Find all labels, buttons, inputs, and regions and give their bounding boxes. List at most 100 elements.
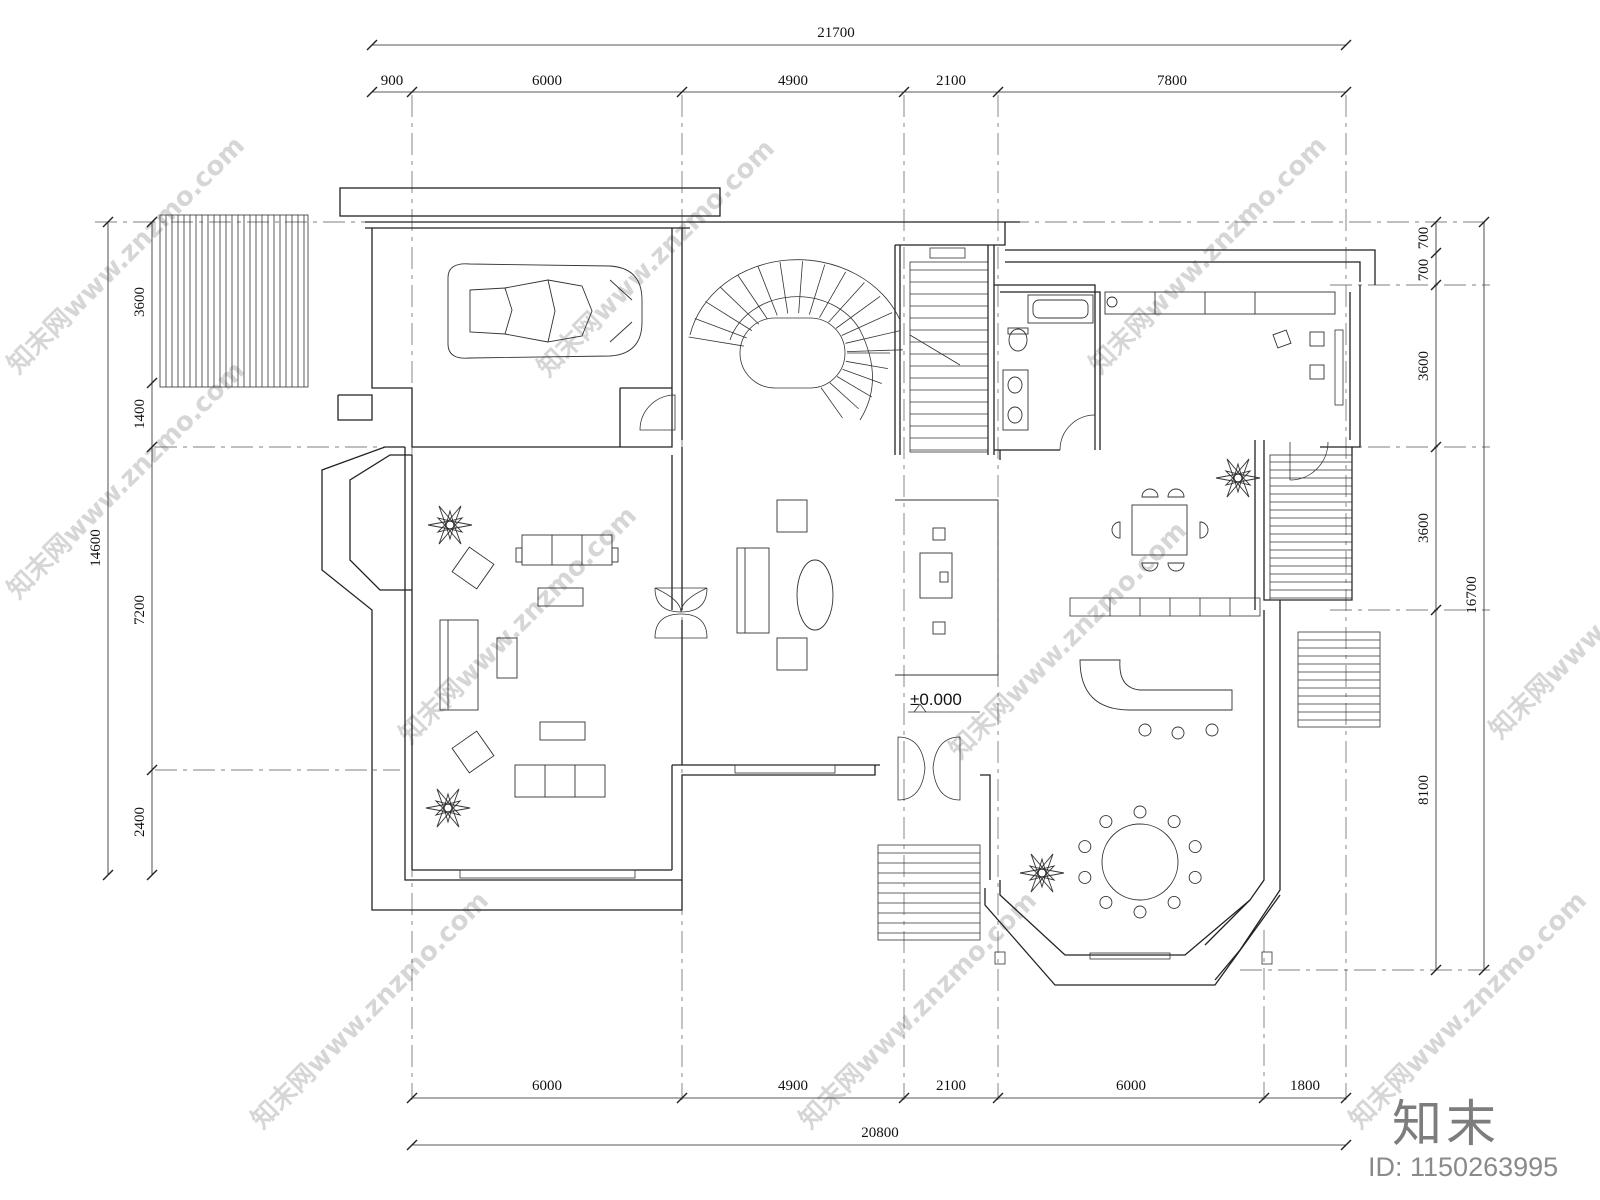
stair-tread (798, 261, 803, 314)
dim-right-seg: 700 (1416, 227, 1432, 250)
dining-chair (1167, 815, 1181, 828)
dimensions: 21700 900 6000 4900 2100 7800 6000 4900 … (88, 25, 1490, 1151)
dim-right-seg: 8100 (1416, 775, 1432, 805)
watermark-text: 知末网www.znzmo.com (532, 134, 781, 383)
dining-chair (1188, 871, 1202, 884)
plant-leaf (445, 800, 462, 812)
watermark-text: 知末网www.znzmo.com (2, 356, 251, 605)
stair-tread (845, 330, 900, 344)
plant-icon (1215, 458, 1261, 498)
plant-icon (425, 788, 471, 828)
watermark-text: 知末网www.znzmo.com (394, 501, 643, 750)
watermark-text: 知末网www.znzmo.com (2, 131, 251, 380)
coffee-table (537, 587, 584, 607)
stair-tread (820, 387, 843, 419)
armchair (776, 499, 808, 533)
dim-right-seg: 3600 (1416, 351, 1432, 381)
sofa-icon (736, 547, 770, 634)
stair-tread (846, 349, 903, 353)
stair-tread (842, 368, 882, 384)
bathtub (1027, 294, 1094, 324)
dim-bottom-seg: 6000 (532, 1078, 562, 1094)
image-id: ID: 1150263995 (1368, 1152, 1559, 1182)
stair-tread (705, 301, 753, 331)
chair (1272, 329, 1292, 349)
elevation-mark: ±0.000 (910, 690, 962, 709)
toilet (1008, 328, 1028, 352)
plant-icon (427, 505, 473, 545)
dining-chair (1099, 896, 1113, 909)
watermark-text: 知末网www.znzmo.com (944, 516, 1193, 765)
coffee-table (539, 721, 586, 741)
plant-leaf (447, 517, 464, 529)
sofa-icon (439, 619, 479, 711)
stair-tread (694, 318, 747, 339)
dining-chair (1099, 815, 1113, 828)
chair (1309, 364, 1325, 380)
sofa-icon (515, 534, 619, 566)
watermark-text: 知末网www.znzmo.com (1084, 131, 1333, 380)
stairs (159, 214, 1381, 941)
dining-chair (1078, 871, 1092, 884)
stair-tread (828, 282, 865, 323)
dining-chair (1167, 896, 1181, 909)
walls (321, 187, 1376, 986)
stair-tread (757, 266, 778, 316)
stair-tread (835, 296, 881, 329)
brand-logo: 知末 (1392, 1095, 1500, 1153)
chair (932, 621, 946, 635)
dim-left-seg: 2400 (132, 807, 148, 837)
dim-top-seg: 7800 (1157, 73, 1187, 89)
stair-tread (841, 312, 893, 336)
stair-tread (836, 376, 873, 398)
side-table (496, 637, 518, 679)
dim-right-seg: 3600 (1416, 513, 1432, 543)
plant-center (443, 803, 453, 813)
dining-chair (1133, 905, 1147, 919)
stair-tread (819, 271, 847, 318)
oval-table (796, 559, 834, 631)
vanity (1002, 369, 1029, 431)
car-icon (447, 263, 643, 359)
armchair (451, 730, 495, 774)
bar-stool (1138, 723, 1152, 737)
sofa-icon (514, 764, 606, 798)
dining-chair (1188, 840, 1202, 853)
round-table (1101, 823, 1179, 901)
plant-center (1233, 473, 1243, 483)
stair-tread (719, 286, 760, 325)
dining-chair (1133, 805, 1147, 819)
dim-left-seg: 7200 (132, 595, 148, 625)
stair-tread (829, 382, 859, 410)
plant-center (445, 520, 455, 530)
doors (639, 394, 1329, 801)
armchair (451, 546, 495, 590)
armchair (776, 637, 808, 671)
dim-top-total: 21700 (817, 25, 855, 41)
stair-tread (808, 264, 826, 315)
dim-right-seg: 700 (1416, 259, 1432, 282)
dim-left-total: 14600 (88, 529, 104, 567)
dim-left-seg: 1400 (132, 399, 148, 429)
dim-left-seg: 3600 (132, 287, 148, 317)
dim-bottom-total: 20800 (861, 1125, 899, 1141)
dim-top-seg: 6000 (532, 73, 562, 89)
dim-top-seg: 4900 (778, 73, 808, 89)
dim-bottom-seg: 6000 (1116, 1078, 1146, 1094)
dim-top-seg: 2100 (936, 73, 966, 89)
furniture: ±0.000 (439, 263, 1336, 919)
plant-icon (1019, 853, 1065, 893)
watermark-text: 知末网www.znzmo.com (1484, 496, 1600, 745)
dining-table (1131, 504, 1188, 556)
watermark-text: 知末网www.znzmo.com (246, 886, 495, 1135)
dim-bottom-seg: 2100 (936, 1078, 966, 1094)
stair-tread (737, 274, 768, 320)
dim-right-total: 16700 (1464, 576, 1480, 614)
kitchen-counter (1104, 291, 1336, 315)
plants (425, 458, 1261, 893)
dim-bottom-seg: 1800 (1290, 1078, 1320, 1094)
dining-chair (1078, 840, 1092, 853)
desk (919, 552, 953, 599)
plant-center (1037, 868, 1047, 878)
